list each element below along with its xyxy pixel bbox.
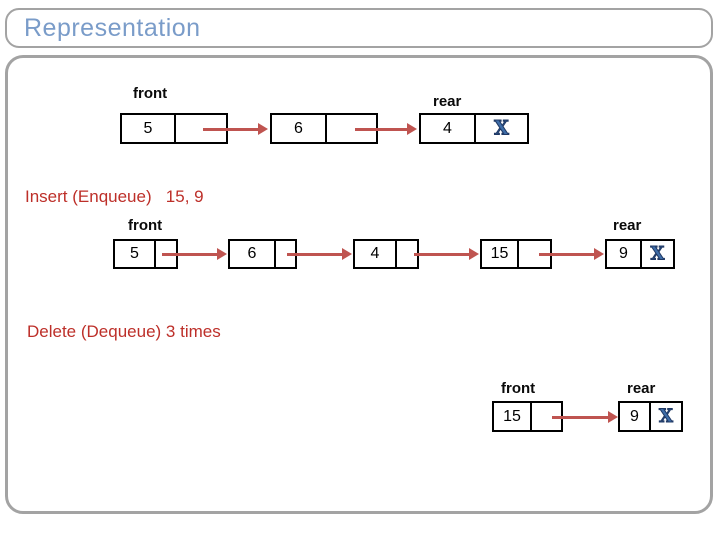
node: 9 X [605,239,675,269]
next-pointer-arrow [162,248,227,260]
node-value-cell: 9 [630,407,639,425]
node: 4 [353,239,419,269]
front-label: front [133,85,168,102]
node-pointer-cell [395,241,417,267]
next-pointer-arrow [355,123,417,135]
node-pointer-cell [530,403,561,430]
next-pointer-arrow [414,248,479,260]
node-pointer-cell [174,115,226,142]
node-pointer-cell [517,241,550,267]
next-pointer-arrow [552,411,618,423]
node-value-cell: 5 [143,119,153,137]
null-pointer-x-icon: X [659,404,674,427]
node-pointer-cell [154,241,176,267]
null-pointer-x-icon: X [494,116,510,140]
next-pointer-arrow [539,248,604,260]
node-pointer-cell: X [474,115,527,142]
null-pointer-x-icon: X [650,242,665,265]
node-value-cell: 15 [503,407,521,425]
slide-title: Representation [24,13,201,42]
node-pointer-cell [325,115,376,142]
node-value-cell: 9 [619,245,628,262]
node: 6 [270,113,378,144]
operation-text-delete: Delete (Dequeue) 3 times [27,322,221,341]
next-pointer-arrow [203,123,268,135]
front-label: front [501,380,536,397]
node-value-cell: 6 [247,245,257,262]
rear-label: rear [627,380,656,397]
node-pointer-cell: X [649,403,681,430]
node: 15 [492,401,563,432]
next-pointer-arrow [287,248,352,260]
front-label: front [128,217,163,234]
node: 4 X [419,113,529,144]
title-bar: Representation [5,8,713,48]
operation-text-insert: Insert (Enqueue) 15, 9 [25,187,204,206]
node-value-cell: 4 [443,119,452,137]
rear-label: rear [613,217,642,234]
node-pointer-cell [274,241,295,267]
node: 6 [228,239,297,269]
node-value-cell: 15 [490,245,509,262]
node-pointer-cell: X [640,241,673,267]
node-value-cell: 5 [130,245,139,262]
rear-label: rear [433,93,462,110]
node-value-cell: 6 [294,119,303,137]
node: 9 X [618,401,683,432]
node-value-cell: 4 [370,245,380,262]
